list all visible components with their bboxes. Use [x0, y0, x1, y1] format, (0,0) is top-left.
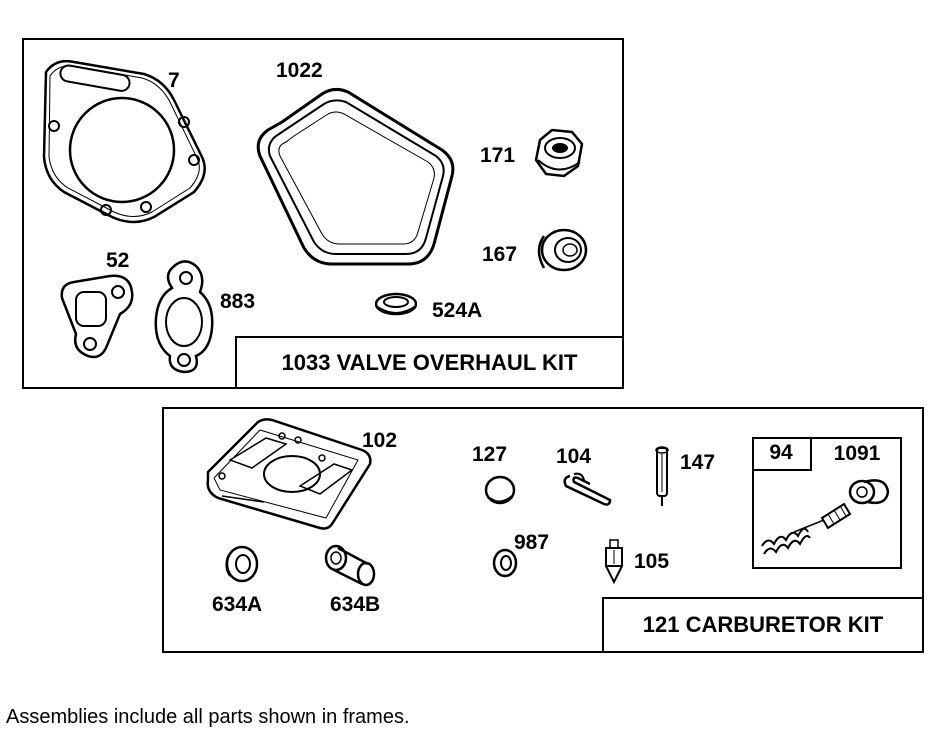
valve-seal-part [374, 292, 418, 316]
mixture-screw-subassembly-frame [752, 437, 902, 569]
subassembly-label-94: 94 [752, 437, 812, 471]
part-label-524a: 524A [432, 299, 483, 322]
carburetor-gasket-part [206, 418, 372, 530]
valve-overhaul-kit-title: 1033 VALVE OVERHAUL KIT [235, 336, 624, 389]
valve-cover-gasket-part [256, 87, 455, 266]
part-label-147: 147 [680, 451, 716, 474]
subassembly-label-1091: 1091 [833, 442, 881, 465]
inlet-needle-part [605, 539, 623, 584]
part-label-634a: 634A [212, 593, 263, 616]
part-label-171: 171 [480, 144, 516, 167]
carburetor-kit-title: 121 CARBURETOR KIT [602, 597, 924, 653]
part-label-634b: 634B [330, 593, 381, 616]
welch-plug-part [484, 475, 516, 505]
part-label-883: 883 [220, 290, 256, 313]
mixture-screw-part [761, 479, 890, 555]
part-label-987: 987 [514, 531, 550, 554]
bushing-part [324, 544, 376, 587]
float-pin-part [563, 472, 612, 506]
assembly-footnote: Assemblies include all parts shown in fr… [6, 706, 410, 728]
seal-part [537, 228, 588, 272]
part-label-105: 105 [634, 550, 670, 573]
part-label-127: 127 [472, 443, 508, 466]
washer-part [492, 548, 518, 578]
head-gasket-part [42, 59, 206, 224]
carburetor-kit-frame [162, 407, 924, 653]
part-label-104: 104 [556, 445, 592, 468]
part-label-7: 7 [168, 69, 180, 92]
part-label-167: 167 [482, 243, 518, 266]
part-label-52: 52 [106, 249, 130, 272]
exhaust-gasket-part [154, 260, 214, 374]
shaft-seal-part [225, 545, 259, 583]
intake-gasket-part [60, 274, 134, 359]
part-label-1022: 1022 [276, 59, 323, 82]
nut-part [534, 128, 584, 178]
part-label-102: 102 [362, 429, 398, 452]
needle-part [655, 446, 669, 506]
